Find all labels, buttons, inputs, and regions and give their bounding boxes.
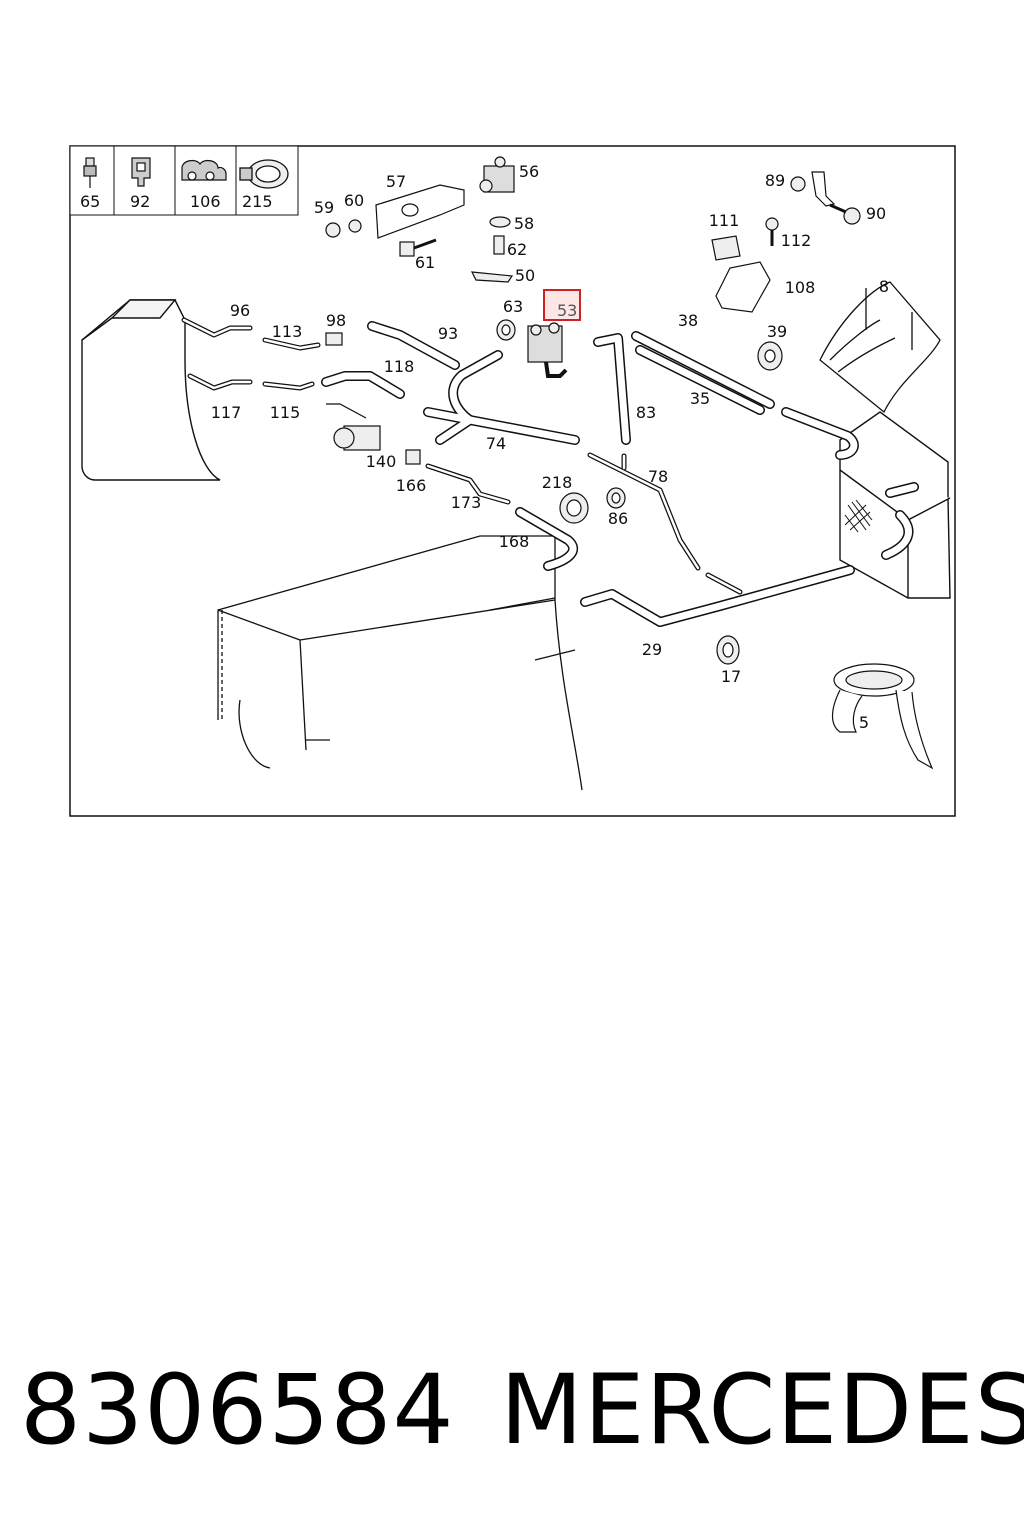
diagram-svg: 65 92 106 215 — [69, 145, 956, 817]
callout-29[interactable]: 29 — [642, 640, 662, 659]
housing-part-8 — [819, 281, 941, 414]
callout-62[interactable]: 62 — [507, 240, 527, 259]
callout-108[interactable]: 108 — [785, 278, 816, 297]
callout-57[interactable]: 57 — [386, 172, 406, 191]
legend-label-215: 215 — [242, 192, 273, 211]
highlight-label: 53 — [557, 301, 577, 320]
thin-tubes-inner — [182, 318, 742, 594]
callout-168[interactable]: 168 — [499, 532, 530, 551]
callout-35[interactable]: 35 — [690, 389, 710, 408]
highlight-box — [543, 289, 581, 321]
callout-58[interactable]: 58 — [514, 214, 534, 233]
callout-96[interactable]: 96 — [230, 301, 250, 320]
callout-38[interactable]: 38 — [678, 311, 698, 330]
callout-117[interactable]: 117 — [211, 403, 242, 422]
callout-61[interactable]: 61 — [415, 253, 435, 272]
callout-166[interactable]: 166 — [396, 476, 427, 495]
brand-name: MERCEDES — [500, 1354, 1024, 1466]
callout-218[interactable]: 218 — [542, 473, 573, 492]
legend-panel: 65 92 106 215 — [69, 145, 299, 216]
callout-60[interactable]: 60 — [344, 191, 364, 210]
footer-bar: 8306584 MERCEDES — [0, 1350, 1024, 1470]
callout-8[interactable]: 8 — [879, 277, 889, 296]
callout-17[interactable]: 17 — [721, 667, 741, 686]
callout-89[interactable]: 89 — [765, 171, 785, 190]
parts-diagram: 65 92 106 215 — [69, 145, 956, 817]
callout-39[interactable]: 39 — [767, 322, 787, 341]
callout-118[interactable]: 118 — [384, 357, 415, 376]
part-number: 8306584 — [20, 1354, 455, 1466]
engine-block — [217, 535, 583, 791]
callout-113[interactable]: 113 — [272, 322, 303, 341]
callout-86[interactable]: 86 — [608, 509, 628, 528]
callout-111[interactable]: 111 — [709, 211, 740, 230]
bolt-icon — [83, 157, 97, 188]
legend-label-92: 92 — [130, 192, 150, 211]
callout-83[interactable]: 83 — [636, 403, 656, 422]
callout-173[interactable]: 173 — [451, 493, 482, 512]
callout-98[interactable]: 98 — [326, 311, 346, 330]
callout-56[interactable]: 56 — [519, 162, 539, 181]
hose-clamp-icon — [239, 159, 289, 189]
callout-90[interactable]: 90 — [866, 204, 886, 223]
callout-93[interactable]: 93 — [438, 324, 458, 343]
callout-78[interactable]: 78 — [648, 467, 668, 486]
clip-icon — [131, 157, 151, 187]
callout-115[interactable]: 115 — [270, 403, 301, 422]
small-parts — [325, 156, 934, 770]
hoses-inner — [322, 322, 918, 626]
legend-label-106: 106 — [190, 192, 221, 211]
callout-5[interactable]: 5 — [859, 713, 869, 732]
expansion-tank — [81, 299, 221, 481]
callout-140[interactable]: 140 — [366, 452, 397, 471]
highlighted-part-53[interactable]: 53 — [543, 289, 581, 321]
callout-74[interactable]: 74 — [486, 434, 506, 453]
double-clip-icon — [181, 159, 227, 181]
callout-labels: 57 56 59 60 58 62 61 50 89 90 111 112 108 8 96 113 98 93 6… — [211, 162, 889, 732]
callout-59[interactable]: 59 — [314, 198, 334, 217]
legend-label-65: 65 — [80, 192, 100, 211]
callout-112[interactable]: 112 — [781, 231, 812, 250]
callout-63[interactable]: 63 — [503, 297, 523, 316]
callout-50[interactable]: 50 — [515, 266, 535, 285]
